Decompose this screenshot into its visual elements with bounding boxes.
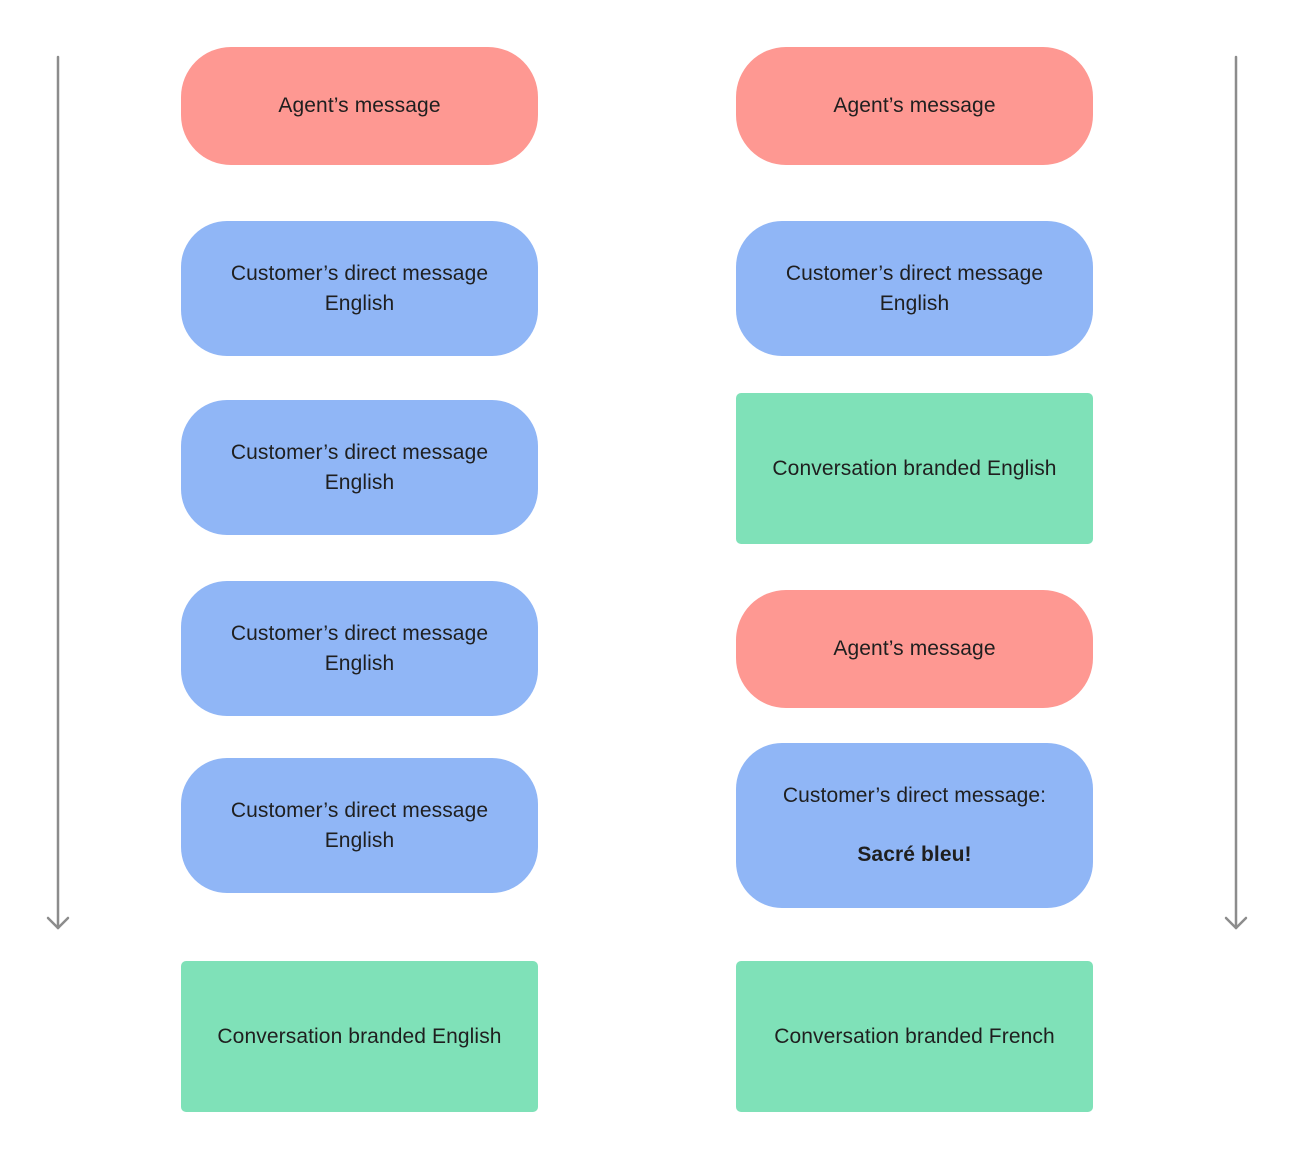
left-customer-message-2: Customer’s direct message English (181, 400, 538, 535)
agent-message-label: Agent’s message (833, 94, 996, 117)
message-label: Customer’s direct message (230, 440, 489, 464)
message-label: Customer’s direct message: (782, 784, 1047, 807)
left-agent-message-label: Agent’s message (278, 94, 441, 117)
branded-label: Conversation branded French (774, 1024, 1055, 1048)
language-label: English (324, 651, 395, 675)
left-customer-message-4: Customer’s direct message English (181, 758, 538, 893)
branded-label: Conversation branded English (217, 1024, 502, 1048)
message-label: Customer’s direct message (785, 261, 1044, 285)
agent-message-label: Agent’s message (833, 637, 996, 660)
right-agent-message-1: Agent’s message (736, 47, 1093, 165)
language-label: English (324, 828, 395, 852)
message-label: Customer’s direct message (230, 621, 489, 645)
language-label: English (879, 291, 950, 315)
right-conversation-branded-french: Conversation branded French (736, 961, 1093, 1112)
left-conversation-branded: Conversation branded English (181, 961, 538, 1112)
right-agent-message-2: Agent’s message (736, 590, 1093, 708)
left-customer-message-1: Customer’s direct message English (181, 221, 538, 356)
left-customer-message-3: Customer’s direct message English (181, 581, 538, 716)
left-timeline-arrow (46, 55, 70, 930)
left-agent-message: Agent’s message (181, 47, 538, 165)
right-conversation-branded-english: Conversation branded English (736, 393, 1093, 544)
branded-label: Conversation branded English (772, 456, 1057, 480)
message-label: Customer’s direct message (230, 798, 489, 822)
language-label: English (324, 470, 395, 494)
message-label: Customer’s direct message (230, 261, 489, 285)
language-label: English (324, 291, 395, 315)
french-message-text: Sacré bleu! (857, 843, 972, 866)
right-customer-message-french: Customer’s direct message: Sacré bleu! (736, 743, 1093, 908)
right-timeline-arrow (1224, 55, 1248, 930)
right-customer-message-1: Customer’s direct message English (736, 221, 1093, 356)
